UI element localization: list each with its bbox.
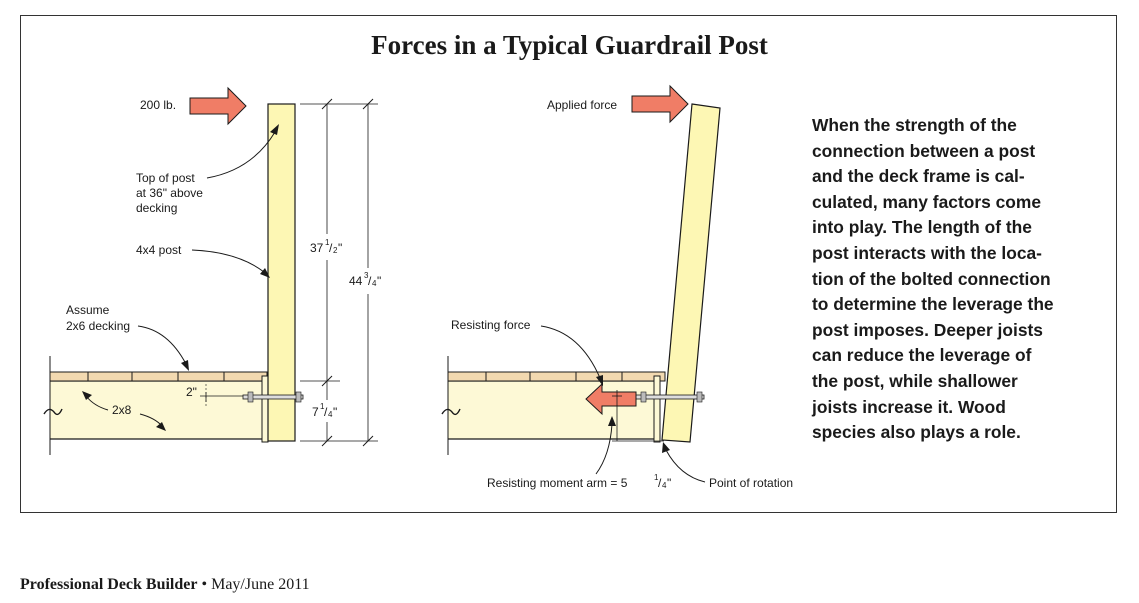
resisting-force-leader (540, 325, 601, 379)
right-decking-seams (485, 372, 623, 381)
description-line: post imposes. Deeper joists (812, 319, 1043, 340)
top-of-post-label-2: at 36" above (136, 186, 203, 200)
figure-title: Forces in a Typical Guardrail Post (371, 30, 768, 60)
dim-ticks (321, 98, 374, 447)
description-line: and the deck frame is cal- (812, 166, 1025, 187)
description-line: connection between a post (812, 140, 1036, 161)
top-of-post-leader (206, 131, 276, 179)
footer-publication: Professional Deck Builder (20, 576, 198, 593)
applied-force-label: Applied force (547, 98, 617, 112)
dim-joist-whole: 7 (312, 405, 319, 419)
left-break-symbol (43, 408, 63, 416)
left-post (267, 103, 296, 442)
right-break-symbol (441, 408, 461, 416)
dim-joist-den: 4 (328, 410, 333, 419)
moment-arm-unit: " (667, 476, 671, 490)
description-line: the post, while shallower (812, 370, 1018, 391)
description-line: When the strength of the (812, 115, 1017, 135)
post-leader-head (260, 268, 270, 278)
diagram-frame (20, 15, 1117, 513)
decking-leader-head (181, 360, 189, 371)
post-label: 4x4 post (136, 243, 182, 257)
left-joist (50, 381, 267, 439)
footer-credit: Professional Deck Builder • May/June 201… (20, 576, 310, 594)
dim-total-whole: 44 (349, 274, 363, 288)
rotation-leader-head (662, 442, 670, 453)
post-leader (191, 249, 265, 273)
description-line: to determine the leverage the (812, 294, 1054, 315)
description-line: post interacts with the loca- (812, 242, 1042, 263)
moment-arm-num: 1 (654, 473, 659, 482)
offset-label: 2" (186, 385, 197, 399)
right-rim-board (653, 375, 661, 443)
top-of-post-label-1: Top of post (136, 171, 195, 185)
left-load-arrow (189, 86, 247, 126)
dim-joist-slash: / (324, 405, 328, 419)
moment-arm-slash: / (658, 476, 662, 490)
top-of-post-leader-head (270, 124, 279, 135)
dim-total-den: 4 (372, 279, 377, 288)
description-line: species also plays a role. (812, 422, 1021, 443)
left-bolt (242, 391, 304, 403)
dim-total-unit: " (377, 274, 381, 288)
top-of-post-label-3: decking (136, 201, 177, 215)
rotation-leader (665, 449, 706, 483)
description-line: tion of the bolted connection (812, 268, 1051, 289)
resisting-force-arrow (585, 382, 637, 416)
applied-force-arrow (631, 84, 689, 124)
footer-separator: • (197, 576, 212, 593)
dim-joist-num: 1 (320, 402, 325, 411)
resisting-force-leader-head (596, 375, 603, 386)
moment-arm-leader-head (608, 416, 616, 426)
right-decking (447, 371, 666, 382)
moment-arm-den: 4 (662, 481, 667, 490)
left-load-label: 200 lb. (140, 98, 176, 112)
dim-total-num: 3 (364, 271, 369, 280)
dim-post-unit: " (338, 241, 342, 255)
right-joist (448, 381, 659, 439)
description-text: When the strength of the connection betw… (812, 113, 1102, 446)
description-line: culated, many factors come (812, 191, 1042, 212)
description-line: joists increase it. Wood (812, 396, 1006, 417)
dim-post-den: 2 (333, 246, 338, 255)
joist-leader-right-head (156, 422, 166, 431)
moment-arm-leader (595, 423, 613, 475)
joist-leader-left-head (82, 391, 92, 400)
left-decking (49, 371, 268, 382)
dim-joist-unit: " (333, 405, 337, 419)
dim-post-num: 1 (325, 238, 330, 247)
dim-total-slash: / (368, 274, 372, 288)
left-rim-board (261, 375, 269, 443)
decking-leader (137, 325, 187, 365)
moment-arm-label: Resisting moment arm = 5 (487, 476, 628, 490)
joist-label: 2x8 (112, 403, 132, 417)
rotation-label: Point of rotation (709, 476, 793, 490)
dim-post-whole: 37 (310, 241, 324, 255)
right-post (661, 103, 721, 443)
footer-date: May/June 2011 (211, 576, 310, 593)
dim-post-slash: / (329, 241, 333, 255)
left-decking-seams (87, 372, 225, 381)
description-line: into play. The length of the (812, 217, 1032, 238)
decking-label-1: Assume (66, 303, 110, 317)
dim-extension-lines (300, 103, 378, 442)
decking-label-2: 2x6 decking (66, 319, 130, 333)
resisting-force-label: Resisting force (451, 318, 531, 332)
description-line: can reduce the leverage of (812, 345, 1032, 366)
